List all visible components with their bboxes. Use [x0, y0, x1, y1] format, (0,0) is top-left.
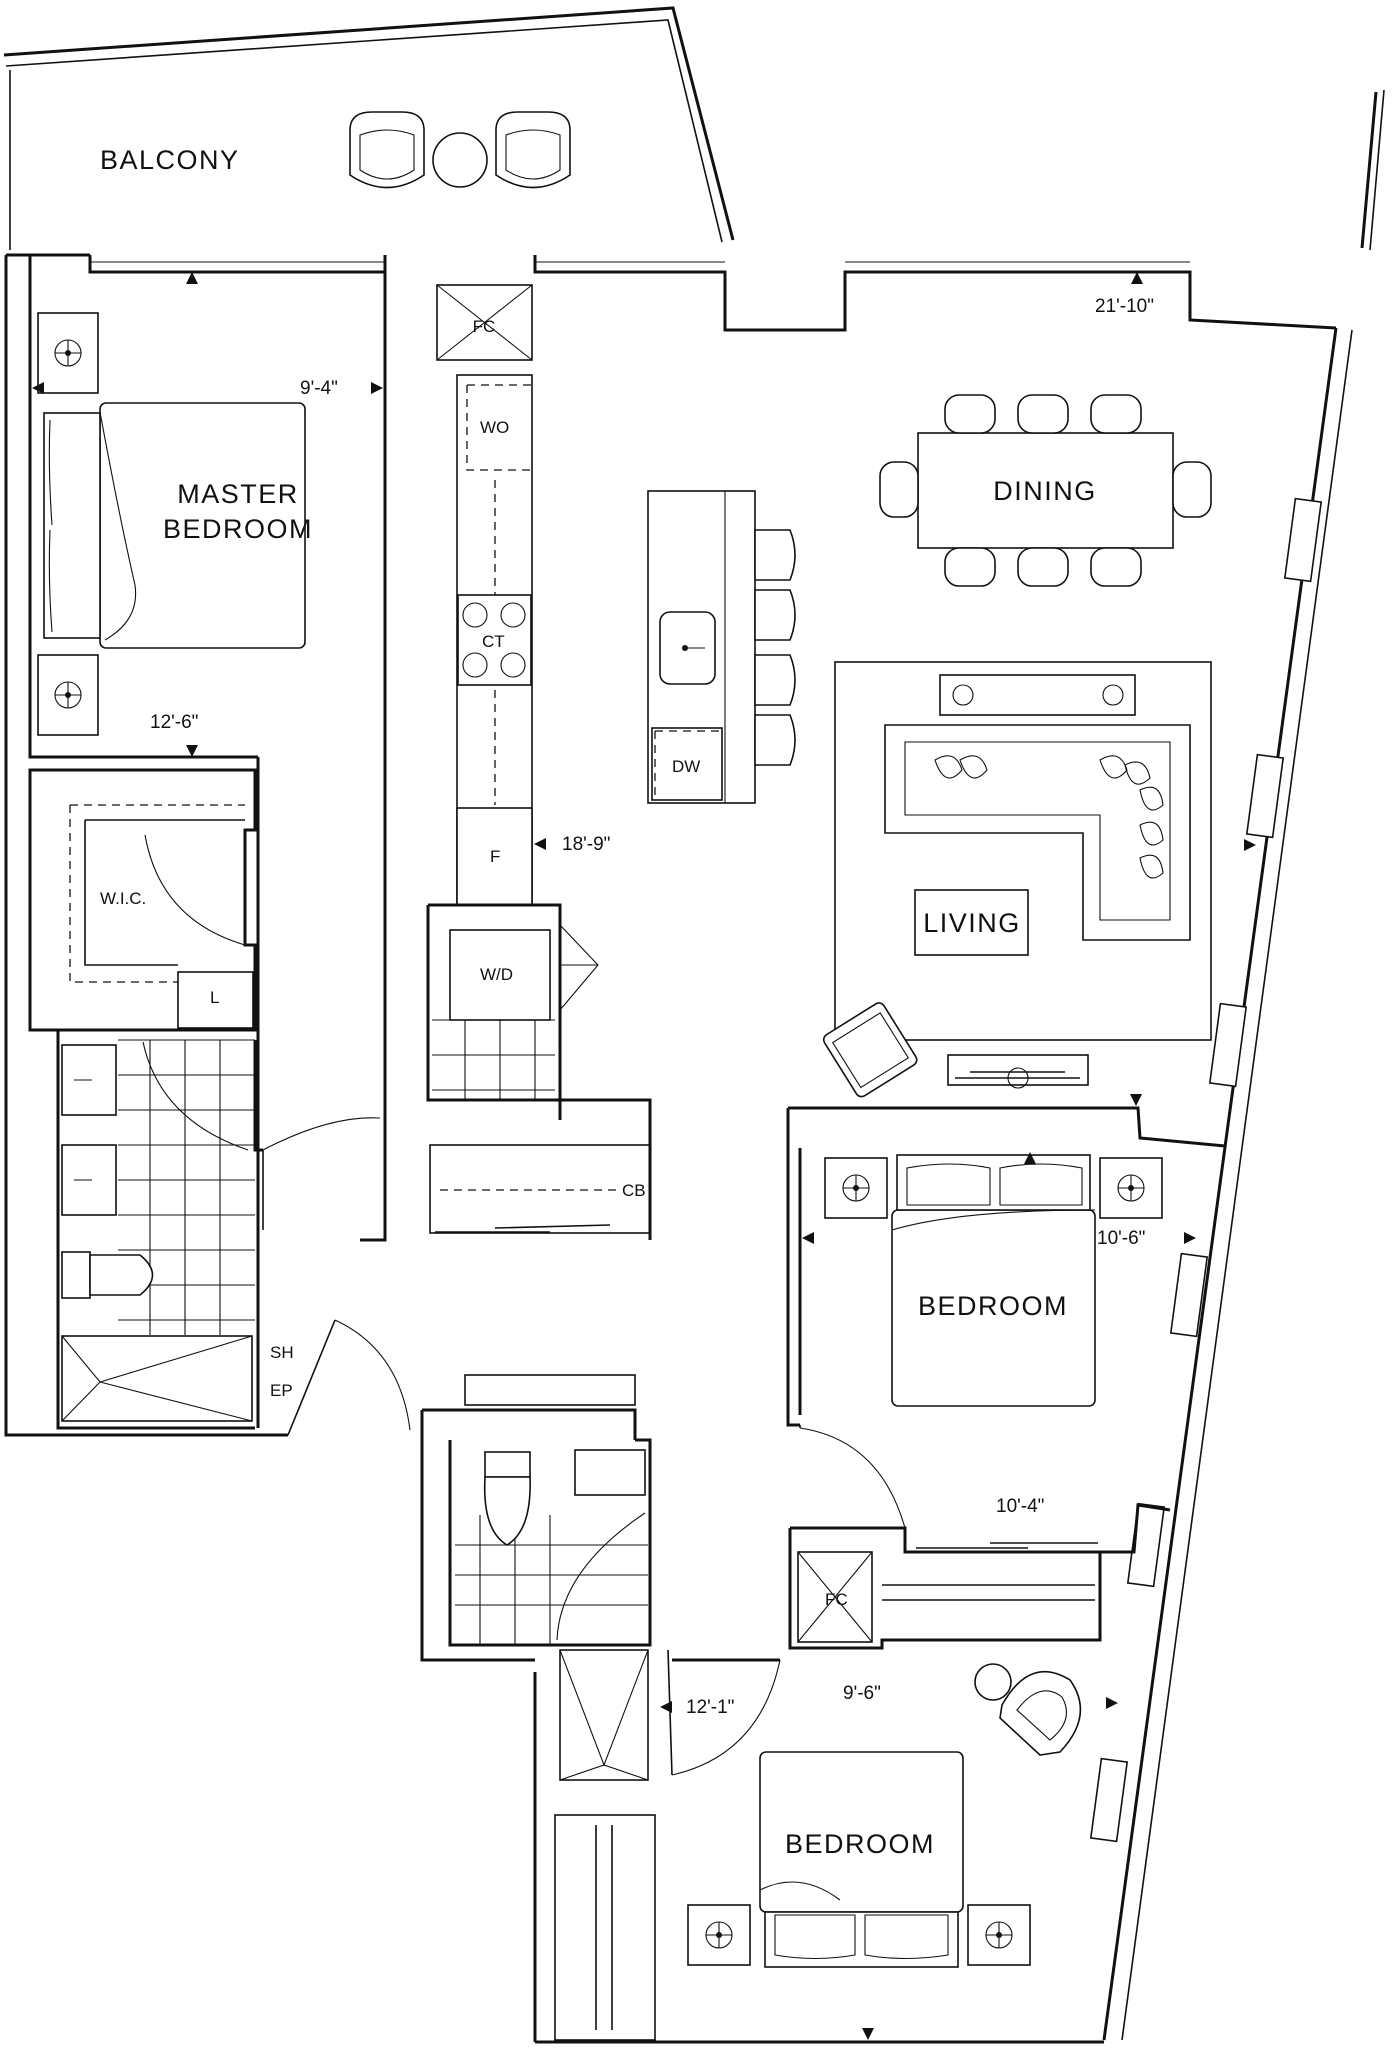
- dim-bed-east-width: 10'-6": [1097, 1228, 1145, 1249]
- dw-label: DW: [672, 757, 700, 776]
- fc-north-label: FC: [473, 317, 496, 336]
- balcony-label: BALCONY: [100, 145, 240, 175]
- dim-bed-east-length: 10'-4": [996, 1496, 1044, 1517]
- shower-sh-label: SH: [270, 1343, 294, 1362]
- wo-label: WO: [480, 418, 509, 437]
- master-bed: [43, 402, 306, 649]
- dining-table: [917, 432, 1174, 549]
- balcony-chair-left: [349, 111, 425, 189]
- bedroom-east: BEDROOM: [786, 1106, 1226, 1554]
- balcony-area: BALCONY: [3, 6, 735, 250]
- dining-label: DINING: [993, 476, 1097, 506]
- hall-bath-toilet: [483, 1451, 531, 1546]
- dim-kitchen: 18'-9": [562, 834, 610, 855]
- hall-bath-sink: [574, 1449, 646, 1496]
- hall-bath: [420, 1374, 673, 1781]
- south-bed: [759, 1751, 964, 1968]
- south-armchair: [974, 1663, 1082, 1756]
- dim-living: 21'-10": [1095, 296, 1154, 317]
- dining: DINING: [879, 394, 1212, 587]
- coat-closet: [429, 1144, 651, 1234]
- master-label-2: BEDROOM: [163, 514, 313, 544]
- linen-closet: [177, 971, 254, 1029]
- dishwasher: [651, 727, 723, 801]
- cb-label: CB: [622, 1181, 646, 1200]
- ct-label: CT: [482, 632, 505, 651]
- bedroom-south: BEDROOM: [554, 1658, 1082, 2041]
- balcony-chair-right: [495, 111, 571, 189]
- hall-tile-grid: [455, 1515, 648, 1645]
- living-rug: [834, 661, 1212, 1041]
- exterior-walls: [4, 89, 1385, 2044]
- hall-bath-shower: [559, 1649, 649, 1781]
- balcony-table: [432, 132, 488, 188]
- ensuite-shower: [61, 1335, 253, 1422]
- shower-ep-label: EP: [270, 1381, 293, 1400]
- ensuite-bath: SH EP: [56, 1030, 294, 1430]
- linen-label: L: [210, 988, 219, 1007]
- cooktop: [457, 594, 532, 686]
- dim-bed-south-length: 12'-1": [686, 1697, 734, 1718]
- ensuite-tile-grid: [118, 1039, 255, 1335]
- washer-dryer: [449, 929, 551, 1021]
- south-closet: [554, 1814, 656, 2041]
- master-label-1: MASTER: [177, 479, 299, 509]
- living-label-box: [914, 889, 1029, 956]
- fc-south-closet: FC: [788, 1528, 1102, 1650]
- laundry-closet: W/D CB: [426, 903, 652, 1240]
- living-console: [939, 674, 1136, 716]
- living-label: LIVING: [923, 908, 1021, 938]
- east-columns: [1089, 497, 1323, 1843]
- dimensions: 9'-4" 12'-6" 18'-9" 21'-10" 10'-6" 10'-4…: [32, 272, 1256, 2040]
- bedroom-south-label: BEDROOM: [785, 1829, 935, 1859]
- master-doors: [262, 1117, 411, 1436]
- east-bed: [891, 1154, 1096, 1407]
- living-armchair: [822, 1002, 918, 1098]
- kitchen: FC WO CT F DW: [436, 284, 796, 906]
- dim-master-width: 9'-4": [300, 378, 338, 399]
- living-sectional: [884, 724, 1191, 941]
- wic-label: W.I.C.: [100, 889, 146, 908]
- dim-master-length: 12'-6": [150, 712, 198, 733]
- hall-bath-vanity: [464, 1374, 636, 1406]
- wd-label: W/D: [480, 965, 513, 984]
- dim-bed-south-width: 9'-6": [843, 1683, 881, 1704]
- ensuite-toilet: [61, 1251, 154, 1299]
- bedroom-east-label: BEDROOM: [918, 1291, 1068, 1321]
- dining-chairs: [879, 394, 1212, 587]
- living: LIVING: [822, 661, 1212, 1098]
- fc-south-label: FC: [825, 1590, 848, 1609]
- fridge-label: F: [490, 847, 500, 866]
- tv-stand: [947, 1054, 1089, 1086]
- bar-stools: [754, 529, 796, 766]
